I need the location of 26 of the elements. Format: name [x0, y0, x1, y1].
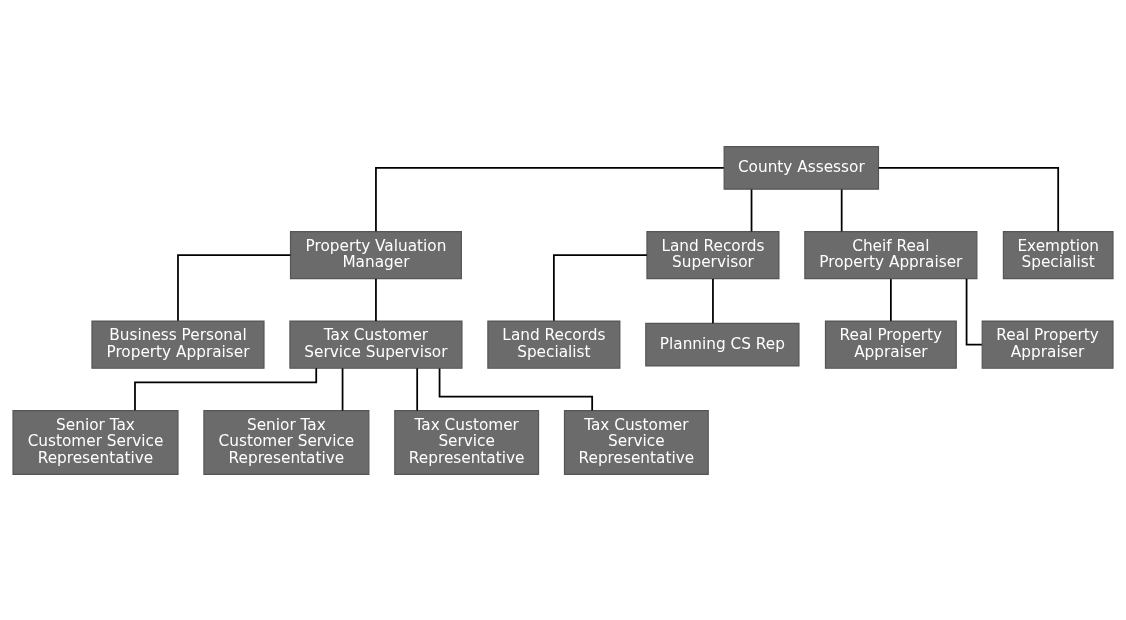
connector	[840, 188, 843, 232]
node-box: Senior Tax Customer Service Representative	[12, 409, 179, 475]
node-box: Tax Customer Service Representative	[394, 409, 540, 475]
node-box: Exemption Specialist	[1002, 230, 1114, 279]
connector	[750, 188, 753, 232]
node-box: Land Records Supervisor	[646, 230, 780, 279]
node-box: Cheif Real Property Appraiser	[804, 230, 978, 279]
node-box: Planning CS Rep	[645, 322, 800, 366]
connector	[375, 277, 377, 322]
node-box: Senior Tax Customer Service Representative	[203, 409, 370, 475]
node-box: Tax Customer Service Supervisor	[289, 320, 463, 369]
node-box: Tax Customer Service Representative	[563, 409, 709, 475]
connector	[375, 166, 725, 232]
node-box: Property Valuation Manager	[289, 230, 462, 279]
connector	[553, 253, 648, 322]
node-box: Real Property Appraiser	[824, 320, 957, 369]
connector	[877, 166, 1060, 232]
node-box: Land Records Specialist	[487, 320, 621, 369]
connector	[177, 253, 292, 322]
connector	[341, 366, 344, 411]
node-box: County Assessor	[723, 145, 880, 190]
connector	[416, 366, 419, 411]
node-box: Business Personal Property Appraiser	[91, 320, 265, 369]
node-box: Real Property Appraiser	[981, 320, 1114, 369]
connector	[890, 277, 892, 322]
connector	[712, 277, 714, 324]
